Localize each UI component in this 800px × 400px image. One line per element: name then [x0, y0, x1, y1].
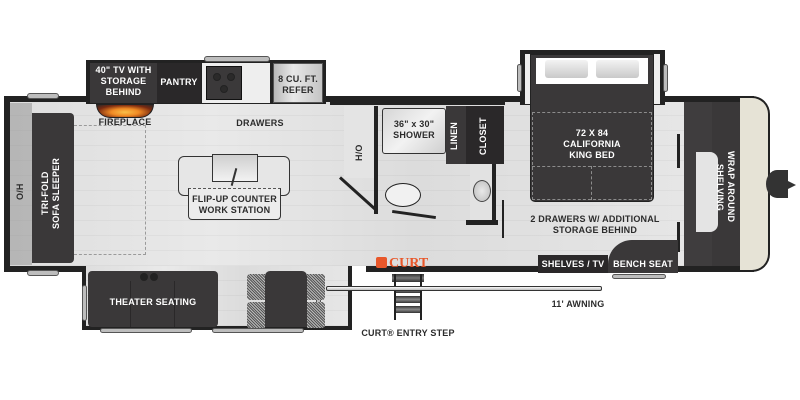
toilet-icon [385, 183, 421, 207]
bed-label: 72 X 84 CALIFORNIA KING BED [540, 128, 644, 161]
entry-step[interactable] [390, 274, 426, 320]
nightstand-divider-bottom [677, 222, 680, 252]
bed-drawers-line2: STORAGE BEHIND [552, 225, 638, 235]
bench-seat-label: BENCH SEAT [613, 259, 673, 269]
wrap-shelving-label: WRAP AROUND SHELVING [715, 151, 736, 223]
bed-label-line3: KING BED [569, 150, 615, 160]
sofa-label-line1: TRI-FOLD [40, 171, 50, 215]
closet-label: CLOSET [478, 117, 488, 155]
tv-label-line1: 40" TV WITH [95, 65, 152, 75]
flip-up-counter-work-station: FLIP-UP COUNTER WORK STATION [188, 188, 281, 220]
tv-label-line3: BEHIND [105, 87, 142, 97]
bed-slide-rail-right [663, 64, 668, 92]
sofa-label-line2: SOFA SLEEPER [51, 157, 61, 229]
hitch-coupler-icon [786, 180, 796, 190]
shelves-tv-label: SHELVES / TV [541, 259, 605, 269]
living-slide-side-left [82, 285, 87, 321]
sofa-sleeper-extended-outline [74, 125, 146, 255]
counter-label-line2: WORK STATION [198, 205, 271, 215]
refer-label-line1: 8 CU. FT. [278, 74, 318, 84]
linen-cabinet: LINEN [446, 106, 466, 164]
shower-label-line1: 36" x 30" [393, 119, 435, 129]
pantry-label: PANTRY [160, 77, 198, 87]
counter-label-line1: FLIP-UP COUNTER [192, 194, 277, 204]
refrigerator: 8 CU. FT. REFER [273, 63, 323, 103]
oh-left-label: O/H [11, 170, 31, 200]
awning-label: 11' AWNING [551, 299, 605, 309]
dinette-bench-right-top [307, 274, 325, 300]
pillow-left-icon [545, 60, 588, 78]
shower-label-line2: SHOWER [393, 130, 435, 140]
vanity-sink-icon [473, 180, 491, 202]
bed-label-line1: 72 X 84 [575, 128, 609, 138]
tri-fold-sofa-sleeper: TRI-FOLD SOFA SLEEPER [32, 113, 74, 263]
bath-wall-top [330, 101, 505, 105]
ho-label: H/O [350, 135, 368, 161]
hitch-icon [766, 170, 788, 198]
bed-slide-rail-left [517, 64, 522, 92]
vanity-wall-bottom [466, 220, 498, 225]
dinette-bench-left-top [247, 274, 265, 300]
closet: CLOSET [466, 106, 504, 164]
fireplace-label: FIREPLACE [98, 117, 152, 127]
bed-mattress-outline [532, 112, 652, 200]
refer-label-line2: REFER [282, 85, 314, 95]
bedroom-door [502, 200, 504, 238]
dinette-bench-left-bottom [247, 302, 265, 328]
theater-seating-label: THEATER SEATING [109, 297, 197, 307]
bench-slide-rail [612, 274, 666, 279]
living-slide-rail-left [100, 328, 192, 333]
bath-wall-left [374, 106, 378, 214]
ho-text: H/O [354, 144, 364, 161]
pillow-right-icon [596, 60, 639, 78]
drawers-label: DRAWERS [236, 118, 284, 128]
shelves-tv-cabinet: SHELVES / TV [538, 255, 608, 273]
pantry-cabinet: PANTRY [157, 63, 201, 103]
bench-seat: BENCH SEAT [608, 240, 678, 273]
dinette-bench-right-bottom [307, 302, 325, 328]
entry-door-opening [352, 266, 366, 272]
entry-step-label: CURT® ENTRY STEP [361, 328, 455, 338]
tv-storage-cabinet: 40" TV WITH STORAGE BEHIND [90, 63, 157, 103]
curt-logo-icon [376, 257, 387, 268]
bed-drawers-line1: 2 DRAWERS W/ ADDITIONAL [530, 214, 660, 224]
bed-label-line2: CALIFORNIA [563, 139, 621, 149]
fireplace-icon [96, 104, 154, 118]
kitchen-slide-rail [204, 56, 270, 62]
stove-counter [202, 63, 270, 103]
linen-label: LINEN [449, 122, 459, 150]
rear-slide-rail-bottom [27, 270, 59, 276]
curt-logo-text: CURT [389, 256, 429, 271]
bed-drawer-divider-vert [591, 166, 592, 200]
rear-overhead-cabinet [10, 103, 32, 265]
tv-label-line2: STORAGE [100, 76, 147, 86]
curt-logo: CURT [376, 256, 438, 272]
shower: 36" x 30" SHOWER [382, 108, 446, 154]
rear-slide-rail-top [27, 93, 59, 99]
cooktop-icon [206, 66, 242, 100]
nightstand-divider-top [677, 134, 680, 168]
living-slide-rail-right [212, 328, 304, 333]
sink-icon [212, 154, 258, 182]
dinette-table [265, 271, 307, 327]
ho-cabinet [344, 106, 374, 178]
bed-drawer-divider [532, 166, 652, 167]
oh-left-text: O/H [15, 183, 25, 200]
bed-drawers-label: 2 DRAWERS W/ ADDITIONAL STORAGE BEHIND [520, 214, 670, 236]
theater-seating: THEATER SEATING [88, 271, 218, 327]
wrap-around-shelving: WRAP AROUND SHELVING [684, 102, 740, 266]
awning [326, 286, 602, 291]
